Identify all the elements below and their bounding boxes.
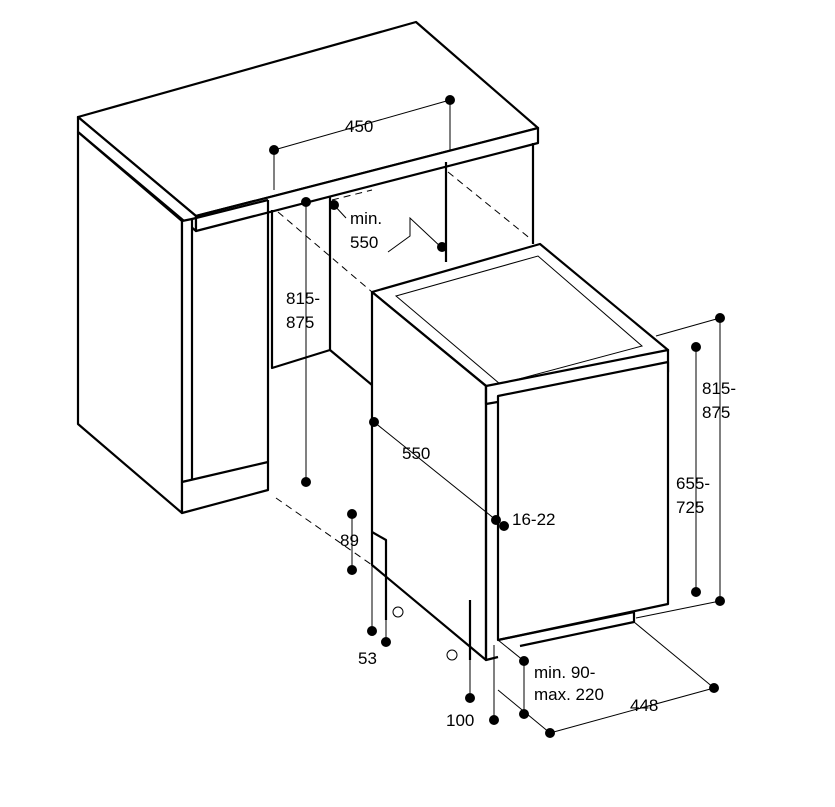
label-toe-line2: max. 220	[534, 685, 604, 704]
dim-depth-550-line	[373, 421, 497, 521]
label-right-height-line2: 875	[702, 403, 730, 422]
dim-100-dot-left	[465, 693, 475, 703]
appliance-foot-left	[392, 606, 404, 618]
label-width-448: 448	[630, 696, 658, 715]
dim-448-line	[549, 687, 715, 734]
appliance-top-inset	[394, 255, 644, 385]
guide-bottom-depth	[275, 497, 373, 566]
dimension-lines	[269, 95, 725, 738]
label-right-height-line1: 815-	[702, 379, 736, 398]
dim-left-height-dot-top	[301, 197, 311, 207]
appliance-toe-kick	[497, 610, 636, 648]
plinth-step-left	[371, 531, 388, 620]
label-width-450: 450	[345, 117, 373, 136]
label-offset-100: 100	[446, 711, 474, 730]
dim-448-ext-right	[633, 621, 715, 689]
dishwasher-appliance	[370, 242, 670, 662]
appliance-foot-right	[446, 649, 458, 661]
cabinet-front-strip	[180, 217, 194, 484]
label-min-550-line1: min.	[350, 209, 382, 228]
dim-53-dot-left	[367, 626, 377, 636]
dim-100-dot-right	[489, 715, 499, 725]
dim-450-dot-right	[445, 95, 455, 105]
dim-left-height-dot-bottom	[301, 477, 311, 487]
dim-right-height-ext-bottom	[635, 600, 721, 619]
dashed-guides	[275, 171, 533, 566]
label-depth-550: 550	[402, 444, 430, 463]
guide-top-back	[331, 189, 373, 201]
dim-min550-dot-bottom	[437, 242, 447, 252]
kitchen-cabinet	[76, 20, 540, 515]
dim-min550-dot-top	[329, 200, 339, 210]
dim-depth-550-dot-front	[491, 515, 501, 525]
label-min-550-line2: 550	[350, 233, 378, 252]
label-door-gap: 16-22	[512, 510, 555, 529]
label-door-height-line2: 725	[676, 498, 704, 517]
dim-448-ext-left	[497, 689, 551, 734]
label-toe-line1: min. 90-	[534, 663, 595, 682]
appliance-door	[496, 360, 670, 642]
label-plinth-53: 53	[358, 649, 377, 668]
dim-door-height-dot-bottom	[691, 587, 701, 597]
dim-door-gap-dot	[499, 521, 509, 531]
cabinet-top-rail	[191, 198, 269, 221]
dim-depth-550-dot-back	[369, 417, 379, 427]
dim-right-height-dot-top	[715, 313, 725, 323]
dim-right-height-ext-top	[655, 317, 721, 337]
label-left-height-line2: 875	[286, 313, 314, 332]
dim-448-dot-left	[545, 728, 555, 738]
dim-min550-break	[387, 216, 443, 253]
dim-toe-dot-top	[519, 656, 529, 666]
dim-450-dot-left	[269, 145, 279, 155]
dim-door-height-dot-top	[691, 342, 701, 352]
dim-toe-dot-bottom	[519, 709, 529, 719]
guide-top-depth	[277, 211, 373, 293]
niche-floor-edge	[329, 349, 373, 386]
dim-right-height-dot-bottom	[715, 596, 725, 606]
niche-back-left	[270, 196, 332, 370]
dim-448-dot-right	[709, 683, 719, 693]
label-door-height-line1: 655-	[676, 474, 710, 493]
dim-89-dot-bottom	[347, 565, 357, 575]
label-plinth-89: 89	[340, 531, 359, 550]
dim-53-dot-right	[381, 637, 391, 647]
cabinet-plinth	[180, 460, 270, 515]
dim-89-dot-top	[347, 509, 357, 519]
dim-450-line	[273, 99, 451, 151]
dimension-labels: 450 min. 550 815- 875 815- 875 550 16-22…	[286, 117, 736, 730]
dim-toe-ext	[497, 639, 525, 662]
worktop-right-edge	[194, 126, 540, 233]
label-left-height-line1: 815-	[286, 289, 320, 308]
guide-top-right	[447, 171, 533, 241]
